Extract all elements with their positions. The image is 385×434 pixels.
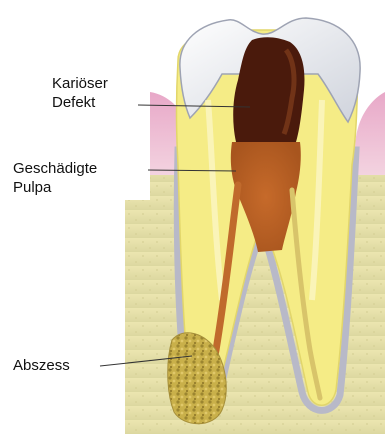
label-karioser-defekt: Kariöser Defekt [52,74,108,112]
label-karioser-defekt-line1: Kariöser [52,74,108,93]
label-geschaedigte-pulpa-line2: Pulpa [13,178,97,197]
label-abszess-text: Abszess [13,356,70,375]
jaw-bone-left [125,200,155,434]
label-geschaedigte-pulpa-line1: Geschädigte [13,159,97,178]
label-geschaedigte-pulpa: Geschädigte Pulpa [13,159,97,197]
label-karioser-defekt-line2: Defekt [52,93,108,112]
label-abszess: Abszess [13,356,70,375]
